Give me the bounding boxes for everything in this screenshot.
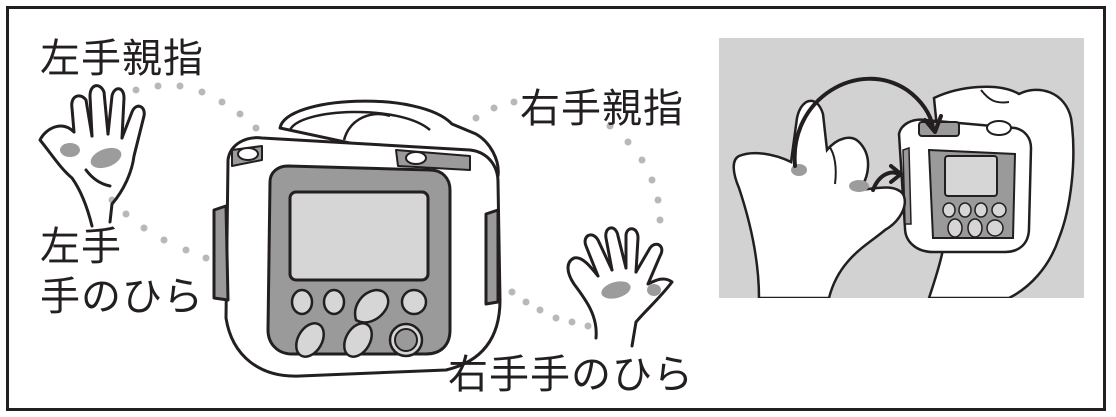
photo-monitor — [897, 118, 1033, 254]
label-right-thumb: 右手親指 — [520, 86, 684, 132]
curved-arrow-icon — [792, 76, 935, 168]
right-hand-icon — [566, 226, 674, 348]
label-left-thumb: 左手親指 — [40, 36, 204, 82]
label-right-palm: 右手手のひら — [448, 352, 694, 398]
blood-pressure-monitor-icon — [212, 99, 502, 378]
left-hand-icon — [38, 84, 146, 228]
hands-holding-monitor-photo — [719, 38, 1084, 300]
label-left-hand: 左手 — [40, 224, 122, 270]
label-left-palm: 手のひら — [40, 274, 204, 320]
dotted-guide-lines — [108, 82, 664, 330]
photo-artwork — [732, 76, 1075, 300]
